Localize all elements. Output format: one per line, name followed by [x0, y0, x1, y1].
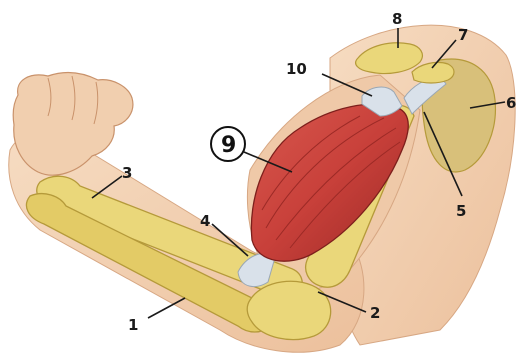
label-6: 6 — [506, 94, 516, 112]
elbow-joint — [247, 281, 330, 339]
label-3: 3 — [122, 164, 132, 182]
label-2: 2 — [370, 304, 380, 322]
label-9: 9 — [221, 133, 236, 158]
label-1: 1 — [128, 316, 138, 334]
label-7: 7 — [458, 26, 468, 44]
label-8: 8 — [392, 10, 402, 28]
label-5: 5 — [456, 202, 466, 220]
fist — [13, 73, 133, 176]
label-4: 4 — [200, 212, 210, 230]
label-10: 10 — [286, 60, 307, 78]
